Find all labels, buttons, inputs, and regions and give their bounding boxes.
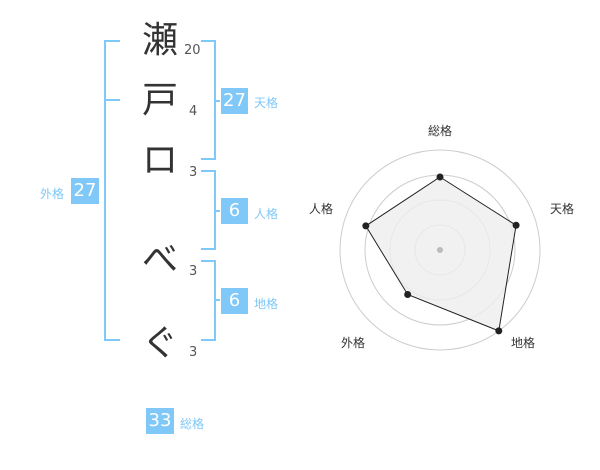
gaikaku-bracket-tick	[104, 99, 120, 101]
radar-axis-label-jinkaku: 人格	[309, 202, 334, 216]
jinkaku-label: 人格	[254, 207, 279, 221]
radar-axis-label-gaikaku: 外格	[341, 336, 366, 350]
soukaku-label: 総格	[180, 417, 205, 431]
stroke-count-2: 4	[189, 104, 198, 119]
gaikaku-value-badge: 27	[71, 178, 99, 204]
radar-axis-label-soukaku: 総格	[428, 124, 453, 138]
name-char-2: 戸	[142, 80, 179, 121]
radar-point-1	[436, 173, 444, 181]
stroke-count-5: 3	[189, 345, 198, 360]
radar-point-5	[362, 222, 370, 230]
stroke-count-1: 20	[184, 43, 201, 58]
radar-data-polygon	[365, 176, 517, 332]
radar-point-2	[512, 221, 520, 229]
radar-point-4	[404, 290, 412, 298]
radar-axis-label-tenkaku: 天格	[550, 202, 575, 216]
soukaku-value-badge: 33	[146, 408, 174, 434]
stroke-count-4: 3	[189, 264, 198, 279]
chikaku-label: 地格	[254, 297, 279, 311]
tenkaku-value-badge: 27	[221, 88, 248, 114]
chikaku-bracket-tick	[214, 299, 220, 301]
chikaku-value-badge: 6	[221, 288, 248, 314]
name-char-3: ロ	[142, 140, 179, 181]
gaikaku-label: 外格	[40, 187, 65, 201]
name-char-1: 瀬	[142, 20, 179, 61]
radar-axis-label-chikaku: 地格	[511, 336, 536, 350]
radar-ring	[339, 149, 541, 351]
radar-center-dot	[437, 247, 443, 253]
radar-point-3	[495, 327, 503, 335]
stroke-count-3: 3	[189, 165, 198, 180]
tenkaku-label: 天格	[254, 96, 279, 110]
jinkaku-bracket-tick	[214, 210, 220, 212]
name-char-5: ぐ	[142, 323, 179, 364]
name-char-4: べ	[142, 239, 179, 280]
jinkaku-value-badge: 6	[221, 198, 248, 224]
tenkaku-bracket-tick	[214, 100, 220, 102]
gaikaku-bracket	[104, 40, 120, 341]
